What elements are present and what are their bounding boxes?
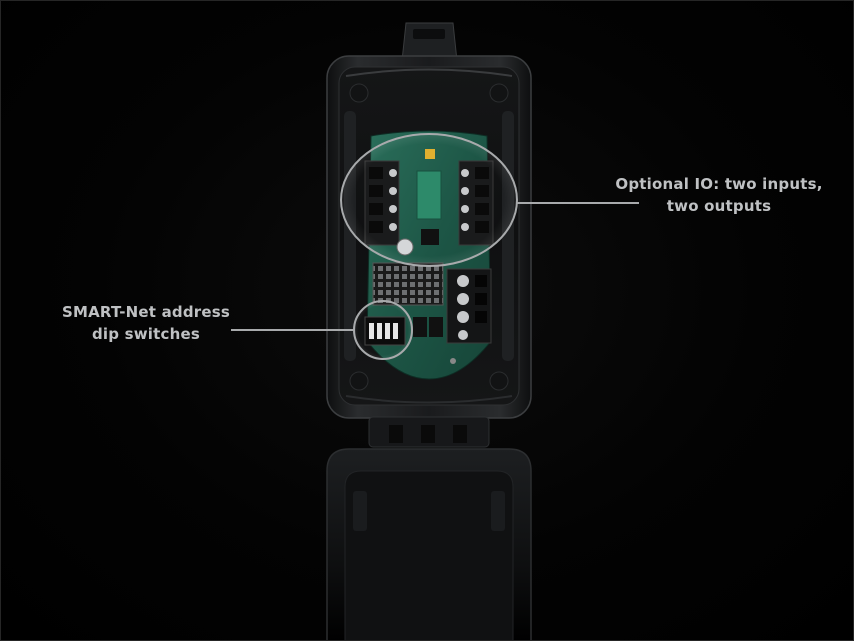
dip-switches-callout-line1: SMART-Net address [61, 303, 230, 321]
io-magnifier-circle [340, 133, 518, 267]
lower-terminal-block [446, 268, 492, 344]
enclosure-lid [326, 448, 532, 640]
optional-io-callout-line1: Optional IO: two inputs, [615, 175, 823, 193]
bottom-hinge [368, 416, 490, 448]
dip-switches-callout: SMART-Net address dip switches [41, 301, 251, 345]
optional-io-callout-line2: two outputs [666, 197, 772, 215]
dip-magnifier-circle [353, 300, 413, 360]
dip-switches-callout-line2: dip switches [91, 325, 200, 343]
optional-io-callout: Optional IO: two inputs, two outputs [599, 173, 839, 217]
